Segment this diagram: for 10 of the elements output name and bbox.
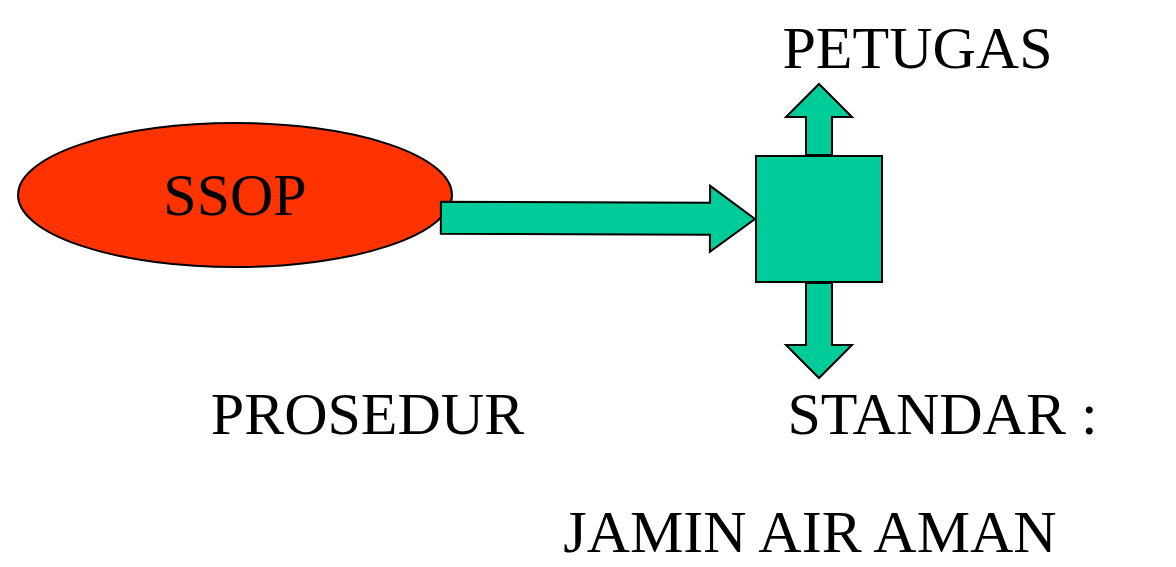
block-arrow bbox=[783, 82, 855, 156]
ellipse-shape bbox=[17, 122, 453, 268]
node-text: SSOP bbox=[163, 165, 307, 225]
square-box bbox=[755, 155, 883, 283]
label-text: PROSEDUR bbox=[210, 384, 525, 444]
block-arrow bbox=[783, 282, 855, 380]
node-text: STANDAR : bbox=[787, 384, 1098, 444]
block-arrow bbox=[439, 183, 757, 254]
label-text: JAMIN AIR AMAN bbox=[563, 502, 1057, 562]
node-text: PETUGAS bbox=[782, 18, 1053, 78]
